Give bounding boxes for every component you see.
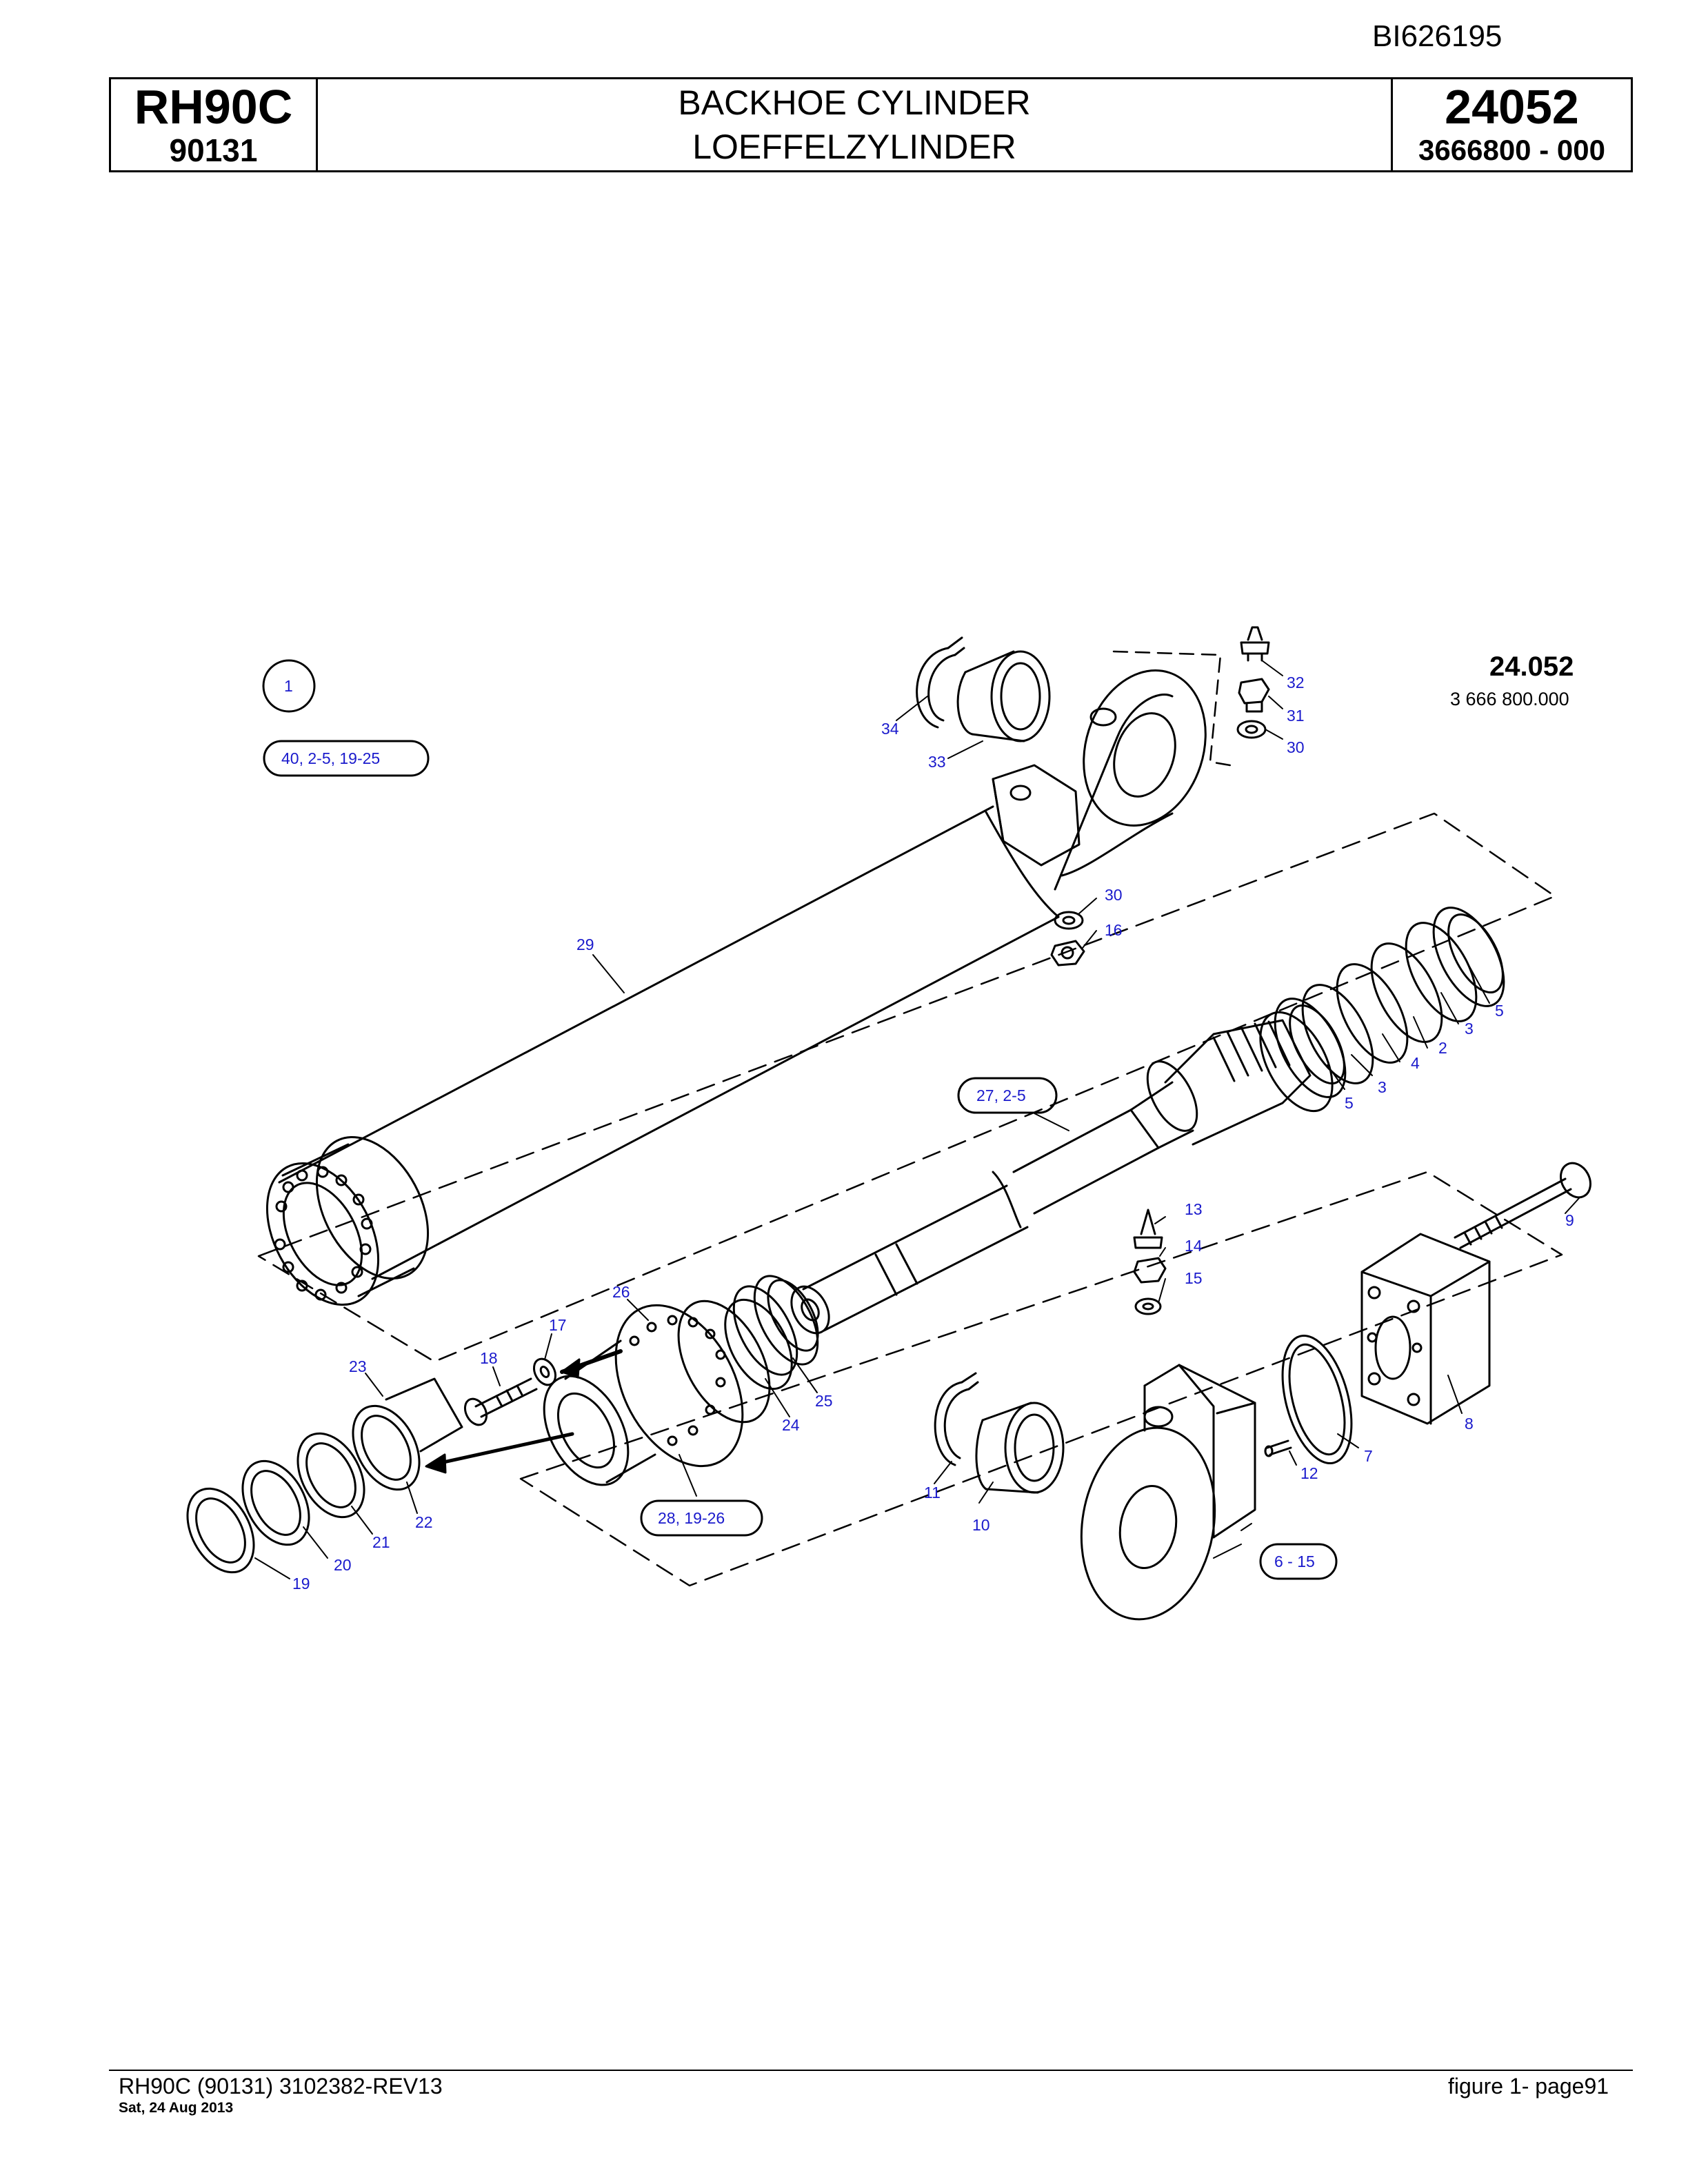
callout-5-left: 5: [1345, 1094, 1354, 1112]
callout-11: 11: [924, 1484, 941, 1502]
callout-26: 26: [612, 1283, 630, 1301]
callout-31: 31: [1287, 707, 1305, 725]
title-cell: BACKHOE CYLINDER LOEFFELZYLINDER: [318, 79, 1393, 170]
callout-group-2-box: [957, 1077, 1058, 1114]
grease-fitting-top: [1240, 626, 1270, 662]
serial-number: 90131: [169, 132, 258, 168]
rod-eye: [1080, 1364, 1256, 1621]
pin-12: [1264, 1439, 1292, 1457]
callout-3-right: 3: [1465, 1020, 1474, 1038]
piston: [1164, 1011, 1334, 1146]
cylinder-head: [543, 1298, 793, 1486]
guide-rings-19-23: [186, 1377, 463, 1574]
part-number: 3666800 - 000: [1418, 134, 1605, 166]
callout-21: 21: [372, 1533, 390, 1551]
callout-30-top: 30: [1287, 738, 1305, 756]
callout-12: 12: [1300, 1464, 1318, 1482]
callout-2: 2: [1438, 1039, 1447, 1057]
flange-8: [1360, 1233, 1491, 1425]
dashed-boundary-fittings: [1112, 650, 1239, 768]
callout-22: 22: [415, 1513, 433, 1531]
seal-set-2-5: [1274, 907, 1505, 1098]
dashed-boundary-head: [519, 1171, 1563, 1587]
callout-group-3: 28, 19-26: [658, 1509, 725, 1527]
drawing-group-number: 24.052: [1489, 651, 1574, 682]
callout-1: 1: [284, 677, 293, 695]
footer-document-ref: RH90C (90131) 3102382-REV13: [119, 2074, 443, 2099]
callout-34: 34: [881, 720, 899, 738]
callout-15: 15: [1185, 1269, 1203, 1287]
callout-group-3-box: [640, 1499, 763, 1537]
callout-group-4: 6 - 15: [1274, 1553, 1315, 1570]
callout-group-2: 27, 2-5: [976, 1086, 1026, 1104]
footer-rule: [109, 2070, 1633, 2071]
cylinder-tube: [265, 669, 1207, 1306]
callout-1-circle: [262, 659, 316, 713]
bolt-18: [463, 1377, 538, 1426]
model-cell: RH90C 90131: [111, 79, 318, 170]
callout-32: 32: [1287, 674, 1305, 691]
callout-25: 25: [815, 1392, 833, 1410]
callout-3-left: 3: [1378, 1078, 1387, 1096]
fittings-13-15: [1133, 1209, 1167, 1315]
callout-group-1: 40, 2-5, 19-25: [281, 749, 380, 767]
plug-16: [1050, 940, 1085, 967]
bushing-10: [975, 1402, 1065, 1494]
wiper-rings-24-25: [732, 1275, 819, 1376]
assembly-arrows: [425, 1349, 623, 1474]
callout-16: 16: [1105, 921, 1123, 939]
drawing-part-number: 3 666 800.000: [1450, 689, 1569, 709]
document-id: BI626195: [1372, 19, 1503, 53]
callout-30-mid: 30: [1105, 886, 1123, 904]
callout-23: 23: [349, 1357, 367, 1375]
title-english: BACKHOE CYLINDER: [678, 83, 1031, 122]
dashed-boundary-tube: [257, 812, 1556, 1363]
washer-30-mid: [1054, 911, 1084, 930]
callout-10: 10: [972, 1516, 990, 1534]
callout-5-right: 5: [1495, 1002, 1504, 1020]
leader-lines: [254, 660, 1580, 1579]
callout-13: 13: [1185, 1200, 1203, 1218]
callout-33: 33: [928, 753, 946, 771]
title-block: RH90C 90131 BACKHOE CYLINDER LOEFFELZYLI…: [109, 77, 1633, 172]
model-name: RH90C: [134, 80, 293, 134]
snap-ring-34: [916, 636, 965, 729]
callout-19: 19: [292, 1575, 310, 1593]
bushing-33: [956, 650, 1051, 742]
footer-page-ref: figure 1- page91: [1448, 2074, 1609, 2099]
piston-rod: [790, 1060, 1198, 1335]
snap-ring-11: [934, 1372, 979, 1466]
callout-14: 14: [1185, 1237, 1203, 1255]
callout-18: 18: [480, 1349, 498, 1367]
washer-17: [532, 1357, 557, 1386]
callout-9: 9: [1565, 1211, 1574, 1229]
bolt-9: [1454, 1162, 1591, 1249]
footer-date: Sat, 24 Aug 2013: [119, 2100, 234, 2116]
washer-30-top: [1236, 720, 1267, 739]
callout-group-4-box: [1259, 1543, 1338, 1580]
callout-8: 8: [1465, 1415, 1474, 1433]
callout-7: 7: [1364, 1447, 1373, 1465]
o-ring-7: [1281, 1335, 1353, 1464]
group-number: 24052: [1445, 80, 1579, 134]
callout-29: 29: [576, 936, 594, 953]
callout-20: 20: [334, 1556, 352, 1574]
callout-4: 4: [1411, 1054, 1420, 1072]
callout-24: 24: [782, 1416, 800, 1434]
callout-group-1-box: [263, 740, 430, 777]
group-cell: 24052 3666800 - 000: [1393, 79, 1631, 170]
plug-31: [1238, 678, 1270, 713]
title-german: LOEFFELZYLINDER: [692, 128, 1016, 166]
callout-17: 17: [549, 1316, 567, 1334]
